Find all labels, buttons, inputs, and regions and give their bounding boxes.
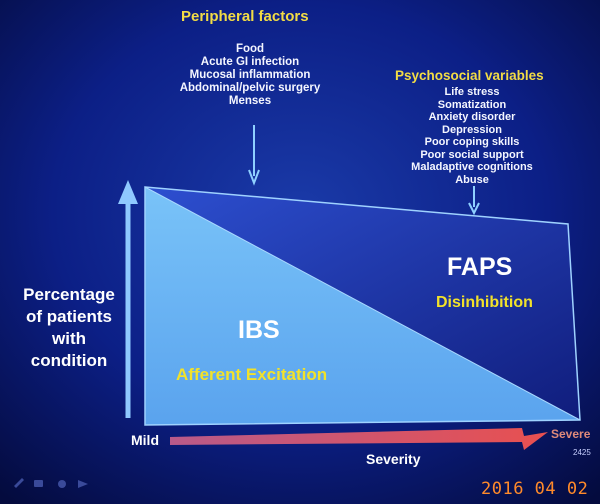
ibs-label: IBS: [238, 316, 280, 344]
psychosocial-item: Depression: [442, 123, 502, 136]
y-axis-label-line: condition: [30, 351, 108, 370]
y-axis-label-line: Percentage: [23, 285, 115, 304]
psychosocial-variables-list: Life stress Somatization Anxiety disorde…: [402, 86, 542, 186]
peripheral-item: Acute GI infection: [200, 56, 300, 68]
peripheral-factors-list: Food Acute GI infection Mucosal inflamma…: [170, 43, 330, 108]
psychosocial-item: Poor social support: [420, 148, 524, 161]
y-axis-label: Percentage of patients with condition: [10, 284, 128, 372]
psychosocial-item: Life stress: [444, 86, 500, 98]
slide-code: 2425: [573, 448, 591, 457]
psychosocial-item: Anxiety disorder: [428, 111, 516, 123]
psychosocial-item: Poor coping skills: [424, 136, 520, 148]
faps-label: FAPS: [447, 253, 513, 281]
psychosocial-item: Abuse: [455, 173, 489, 186]
date-stamp: 2016 04 02: [481, 479, 589, 499]
peripheral-item: Food: [235, 43, 265, 55]
x-axis-title: Severity: [366, 451, 421, 467]
ibs-region: [145, 187, 580, 425]
peripheral-item: Menses: [228, 95, 272, 107]
ibs-sublabel: Afferent Excitation: [176, 365, 328, 384]
severity-arrow: [170, 428, 548, 450]
slide-toolbar-icons: [14, 478, 88, 488]
x-axis-min-label: Mild: [131, 432, 159, 448]
psychosocial-arrowhead: [468, 202, 480, 216]
psychosocial-item: Somatization: [437, 98, 507, 111]
peripheral-item: Mucosal inflammation: [189, 69, 311, 81]
diagonal-divider: [144, 186, 581, 421]
y-axis-arrowhead: [118, 180, 138, 204]
peripheral-item: Abdominal/pelvic surgery: [179, 82, 321, 94]
psychosocial-variables-title: Psychosocial variables: [395, 68, 544, 83]
psychosocial-item: Maladaptive cognitions: [411, 161, 533, 173]
y-axis-label-line: of patients: [26, 307, 112, 326]
peripheral-factors-title: Peripheral factors: [181, 8, 309, 25]
faps-sublabel: Disinhibition: [436, 294, 533, 311]
y-axis-label-line: with: [52, 329, 86, 348]
peripheral-arrowhead: [248, 169, 260, 186]
x-axis-max-label: Severe: [551, 427, 591, 441]
